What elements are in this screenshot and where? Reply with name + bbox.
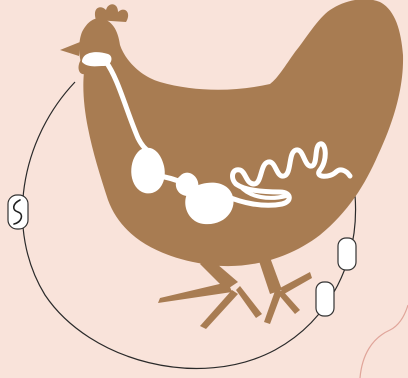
squiggle-marker-icon bbox=[7, 194, 29, 230]
ceca bbox=[238, 184, 288, 200]
digestive-tract bbox=[82, 52, 353, 225]
large-intestine bbox=[333, 167, 353, 179]
small-intestine bbox=[230, 141, 339, 187]
duodenal-loop bbox=[223, 181, 292, 208]
gizzard bbox=[185, 182, 234, 225]
crop bbox=[131, 147, 165, 194]
capsule-marker-icon bbox=[337, 237, 357, 271]
corner-decoration bbox=[359, 304, 408, 378]
chicken-silhouette bbox=[60, 0, 404, 329]
capsule-marker-icon bbox=[315, 281, 335, 317]
